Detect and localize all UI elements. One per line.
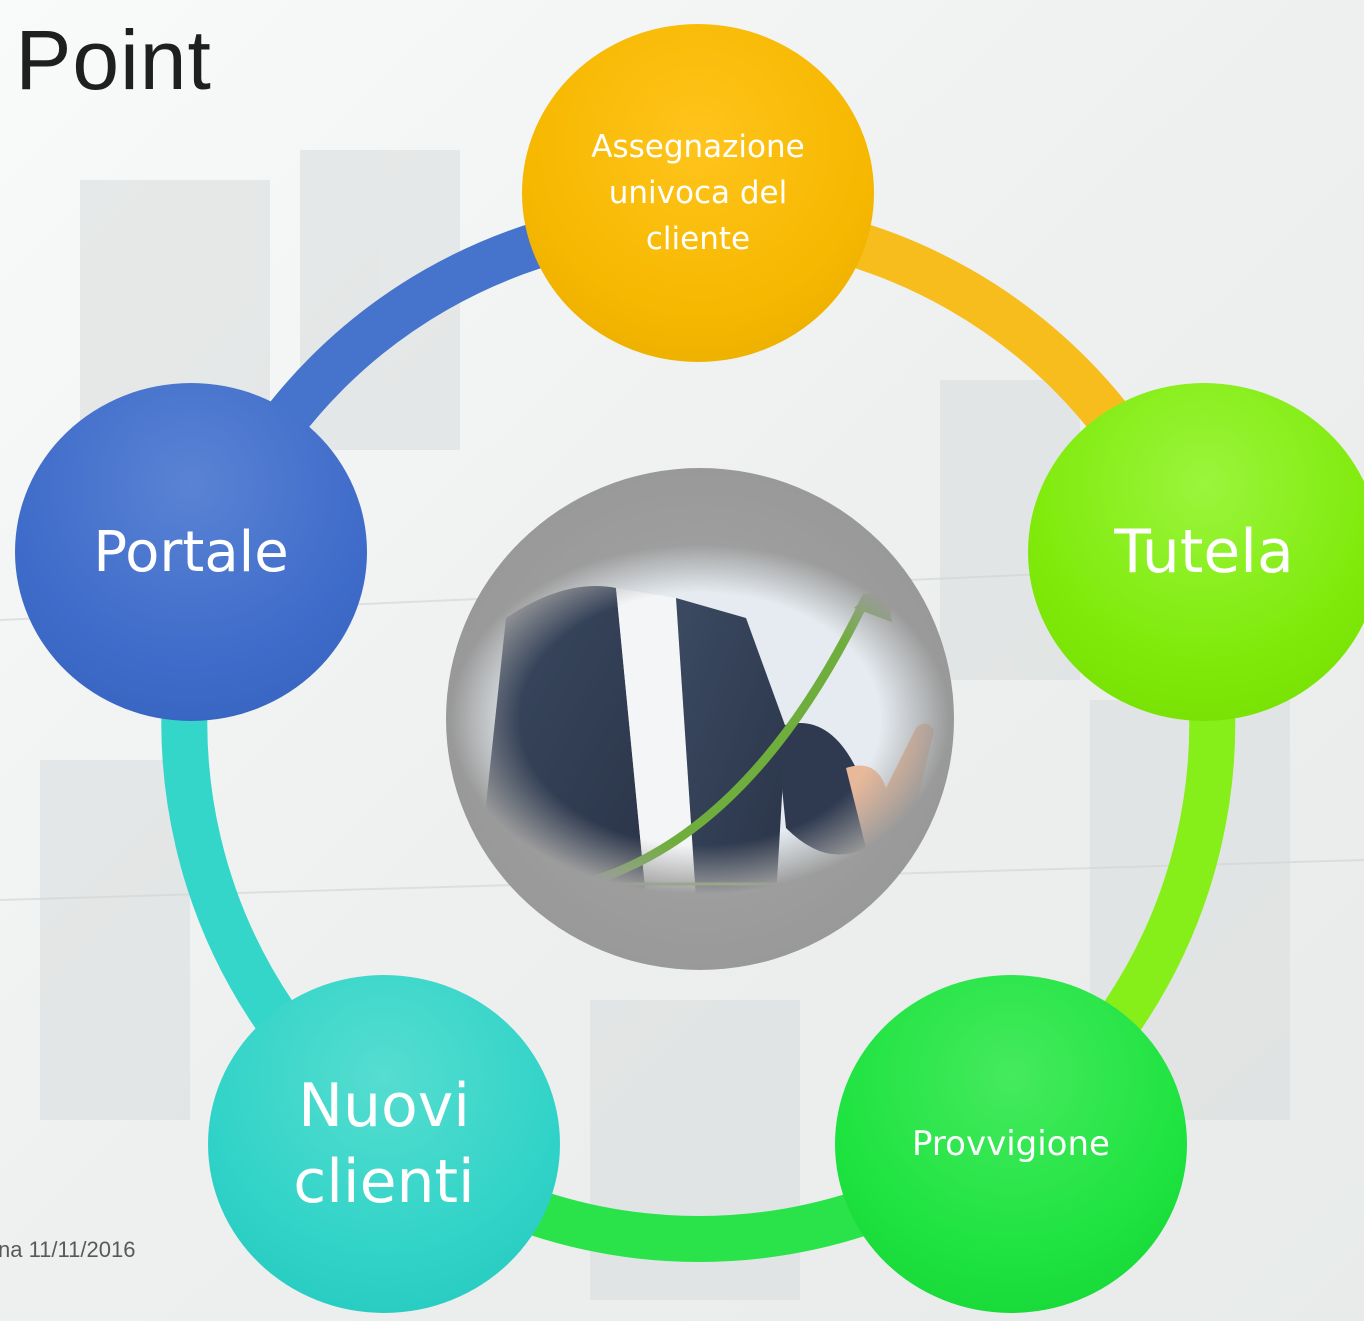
node-assegnazione-line-3: cliente (645, 221, 751, 257)
node-assegnazione-line-2: univoca del (608, 175, 788, 211)
node-nuovi-clienti-line-2: clienti (293, 1147, 475, 1217)
node-nuovi-clienti-line-1: Nuovi (298, 1071, 470, 1141)
businessman-growth-illustration (446, 538, 954, 898)
node-assegnazione-line-1: Assegnazione (591, 129, 805, 165)
node-tutela: Tutela (1028, 383, 1364, 721)
node-provvigione-label: Provvigione (912, 1124, 1110, 1164)
node-portale-label: Portale (93, 519, 289, 585)
node-assegnazione: Assegnazione univoca del cliente (522, 24, 874, 362)
node-tutela-label: Tutela (1114, 517, 1294, 587)
page-title: y Point (0, 13, 212, 107)
footer-date: na 11/11/2016 (0, 1237, 136, 1262)
center-image-businessman (446, 468, 954, 970)
node-nuovi-clienti: Nuovi clienti (208, 975, 560, 1313)
node-provvigione: Provvigione (835, 975, 1187, 1313)
node-portale: Portale (15, 383, 367, 721)
